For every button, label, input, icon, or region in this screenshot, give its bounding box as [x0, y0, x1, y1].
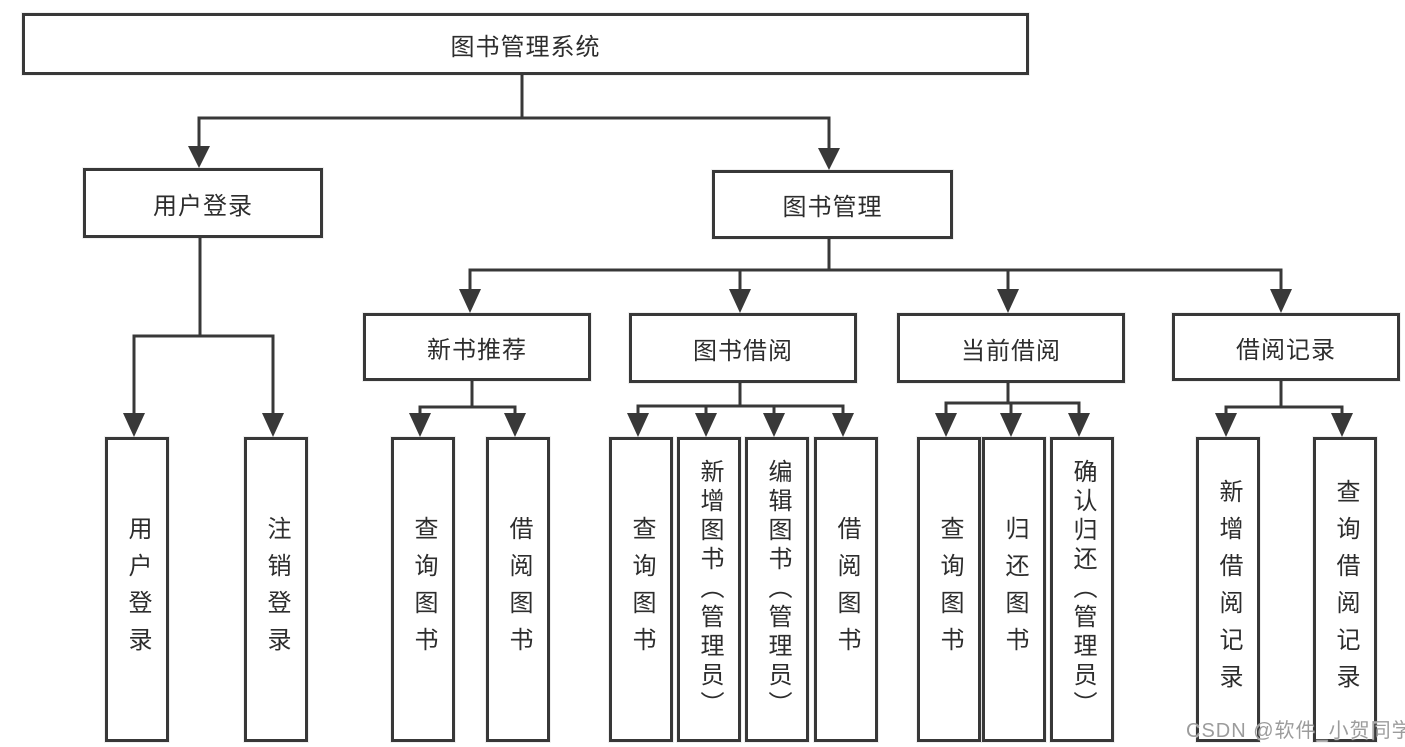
node-user-login: 用户登录	[83, 168, 323, 238]
leaf-query-books-recommend: 查询图书	[391, 437, 455, 742]
leaf-confirm-return-admin: 确认归还（管理员）	[1050, 437, 1114, 742]
leaf-return-books-label: 归还图书	[1001, 515, 1028, 664]
leaf-query-borrow-record: 查询借阅记录	[1313, 437, 1377, 742]
leaf-borrow-books: 借阅图书	[814, 437, 878, 742]
leaf-logout-label: 注销登录	[263, 515, 290, 664]
node-new-book-recommend: 新书推荐	[363, 313, 591, 381]
leaf-edit-books-admin: 编辑图书（管理员）	[745, 437, 809, 742]
connector-book-management-children	[459, 231, 1292, 313]
leaf-borrow-books-recommend-label: 借阅图书	[505, 515, 532, 664]
leaf-query-books-borrowing-label: 查询图书	[628, 515, 655, 664]
leaf-borrow-books-recommend: 借阅图书	[486, 437, 550, 742]
leaf-add-books-admin-label: 新增图书（管理员）	[696, 459, 723, 720]
connector-new-book-children	[409, 373, 526, 437]
node-borrowing-records: 借阅记录	[1172, 313, 1400, 381]
connector-borrow-record-children	[1215, 373, 1353, 437]
leaf-user-login-label: 用户登录	[124, 515, 151, 664]
node-root-library-system: 图书管理系统	[22, 13, 1029, 75]
leaf-confirm-return-admin-label: 确认归还（管理员）	[1069, 459, 1096, 720]
leaf-query-books-current-label: 查询图书	[936, 515, 963, 664]
node-book-borrowing: 图书借阅	[629, 313, 857, 383]
leaf-add-borrow-record-label: 新增借阅记录	[1215, 478, 1242, 701]
leaf-add-books-admin: 新增图书（管理员）	[677, 437, 741, 742]
csdn-watermark: CSDN @软件_小贺同学	[1186, 720, 1405, 742]
leaf-edit-books-admin-label: 编辑图书（管理员）	[764, 459, 791, 720]
connector-user-login-children	[123, 230, 284, 437]
leaf-query-books-borrowing: 查询图书	[609, 437, 673, 742]
node-current-borrowing: 当前借阅	[897, 313, 1125, 383]
leaf-query-borrow-record-label: 查询借阅记录	[1332, 478, 1359, 701]
connector-book-borrow-children	[627, 375, 854, 437]
leaf-add-borrow-record: 新增借阅记录	[1196, 437, 1260, 742]
leaf-logout: 注销登录	[244, 437, 308, 742]
leaf-borrow-books-label: 借阅图书	[833, 515, 860, 664]
leaf-query-books-recommend-label: 查询图书	[410, 515, 437, 664]
leaf-query-books-current: 查询图书	[917, 437, 981, 742]
connector-current-borrow-children	[935, 375, 1090, 437]
leaf-return-books: 归还图书	[982, 437, 1046, 742]
connector-root-to-level1	[188, 67, 840, 170]
node-book-management: 图书管理	[712, 170, 953, 239]
leaf-user-login: 用户登录	[105, 437, 169, 742]
